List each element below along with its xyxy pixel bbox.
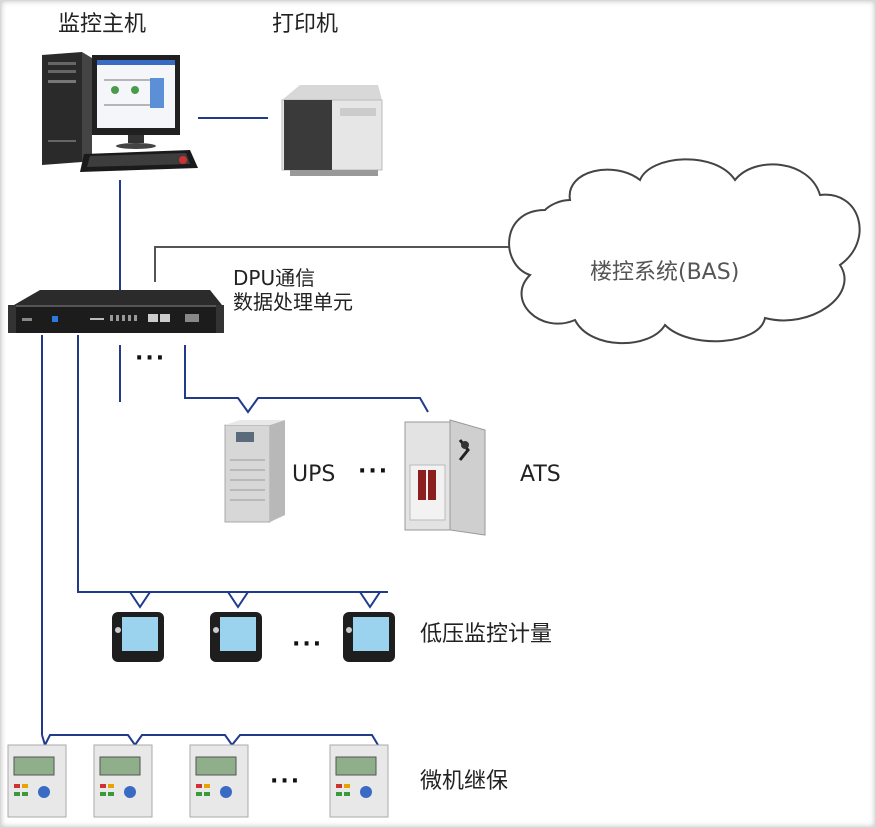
power-meter-icon: [210, 612, 262, 662]
ups-cabinet-icon: [224, 420, 285, 523]
ellipsis-meters: ···: [292, 632, 324, 657]
wire-relay-bus: [41, 734, 379, 748]
ellipsis-dpu: ···: [135, 346, 167, 371]
dpu-label-line1: DPU通信: [233, 266, 316, 290]
relays-label: 微机继保: [420, 769, 509, 794]
relay-protection-icon: [329, 744, 389, 818]
host-label: 监控主机: [58, 12, 147, 37]
relay-protection-icon: [189, 744, 249, 818]
wire-dpu-bas: [154, 246, 510, 282]
rack-server-icon: [8, 290, 224, 333]
meters-label: 低压监控计量: [420, 622, 553, 647]
power-meter-icon: [112, 612, 164, 662]
bas-label: 楼控系统(BAS): [590, 260, 740, 285]
relay-protection-icon: [93, 744, 153, 818]
ellipsis-ups-ats: ···: [358, 459, 390, 484]
cloud-icon: [508, 158, 861, 345]
wire-dpu-meters: [77, 335, 388, 593]
dpu-label-line2: 数据处理单元: [233, 290, 353, 314]
power-meter-icon: [343, 612, 395, 662]
relay-protection-icon: [7, 744, 67, 818]
printer-icon: [281, 85, 383, 176]
computer-icon: [42, 52, 198, 172]
printer-label: 打印机: [272, 12, 339, 37]
ats-cabinet-icon: [404, 419, 486, 536]
ups-label: UPS: [292, 462, 336, 487]
wire-dpu-ups-ats: [184, 345, 429, 414]
dpu-label: DPU通信 数据处理单元: [233, 266, 353, 314]
ats-label: ATS: [520, 462, 561, 487]
ellipsis-relays: ···: [270, 769, 302, 794]
